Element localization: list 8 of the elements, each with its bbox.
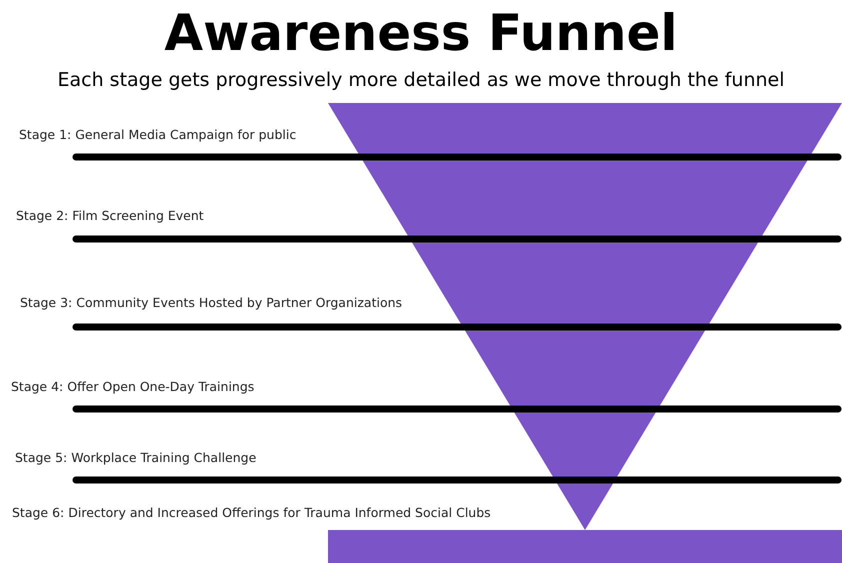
stage-label: Stage 1: General Media Campaign for public — [19, 127, 296, 142]
stage-label: Stage 2: Film Screening Event — [16, 208, 204, 223]
stage-label: Stage 5: Workplace Training Challenge — [15, 450, 256, 465]
stage-label: Stage 6: Directory and Increased Offerings for Trauma Informed Social Clubs — [12, 505, 491, 520]
title: Awareness Funnel — [163, 4, 679, 62]
stage-label: Stage 4: Offer Open One-Day Trainings — [11, 379, 254, 394]
stage-label: Stage 3: Community Events Hosted by Partner Organizations — [20, 295, 402, 310]
subtitle: Each stage gets progressively more detailed as we move through the funnel — [56, 69, 786, 91]
